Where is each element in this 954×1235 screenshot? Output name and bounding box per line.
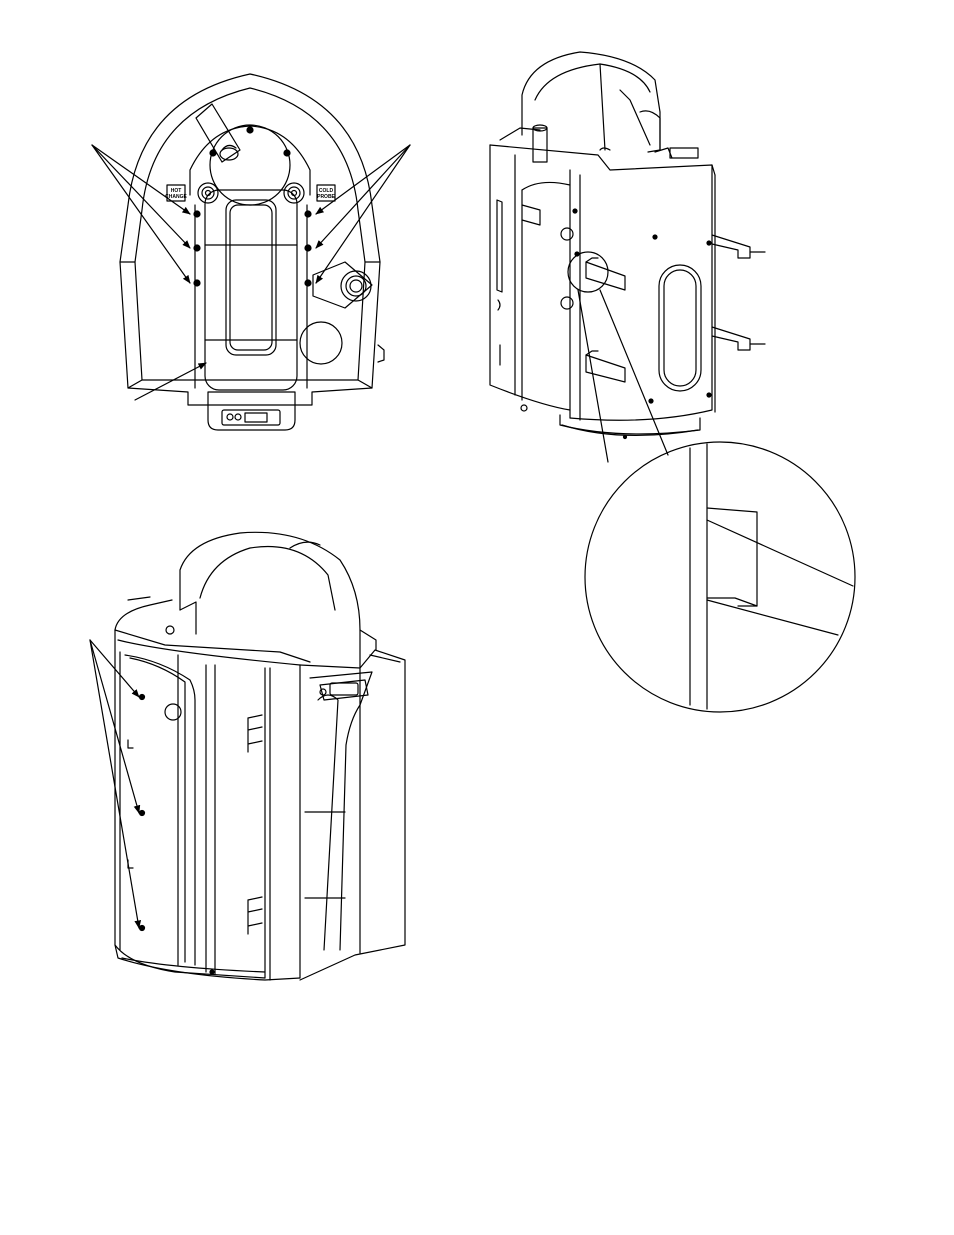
cold-probe-label-line2: PROBE bbox=[317, 194, 335, 200]
top-view-figure: HOT CHANGE COLD PROBE bbox=[92, 74, 410, 430]
detail-magnifier bbox=[585, 442, 855, 712]
cabinet-figure bbox=[90, 532, 405, 980]
wall-bracket-figure bbox=[490, 52, 765, 462]
